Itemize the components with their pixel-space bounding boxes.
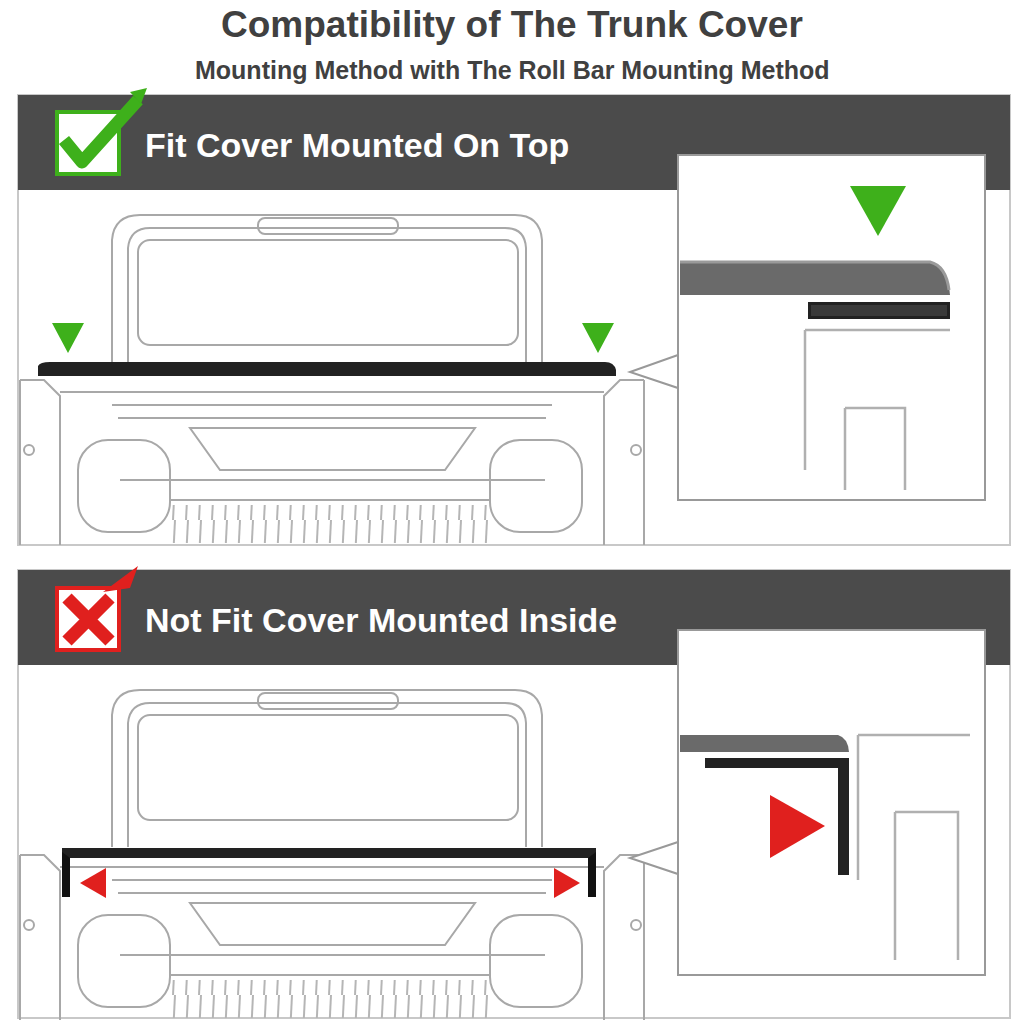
header-text: Not Fit Cover Mounted Inside — [145, 603, 617, 637]
title: Compatibility of The Trunk Cover — [221, 4, 803, 46]
subtitle: Mounting Method with The Roll Bar Mounti… — [195, 56, 830, 85]
header-text: Fit Cover Mounted On Top — [145, 128, 569, 162]
